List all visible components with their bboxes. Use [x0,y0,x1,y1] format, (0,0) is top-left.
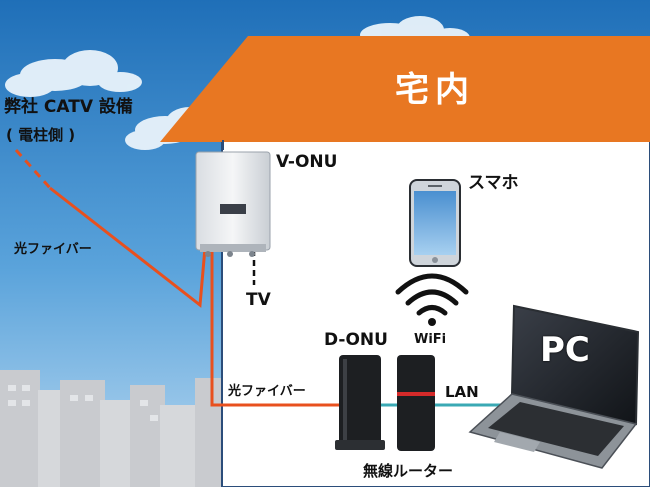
d-onu-device [335,355,385,450]
laptop-icon [468,304,640,469]
house-roof [160,36,650,142]
wifi-label: WiFi [414,332,447,347]
router-label: 無線ルーター [363,462,454,480]
house-title: 宅内 [395,70,475,110]
pc-label: PC [540,330,590,370]
smartphone-icon [409,179,461,267]
d-onu-label: D-ONU [324,330,388,350]
source-sublabel: ( 電柱側 ) [6,126,76,144]
wifi-dot [428,318,436,326]
fiber-cable-inside [210,248,340,407]
v-onu-device [195,151,271,257]
source-label: 弊社 CATV 設備 [4,97,133,117]
lan-label: LAN [445,383,479,401]
wifi-icon [395,273,469,316]
fiber-outside-label: 光ファイバー [14,242,92,257]
fiber-cable-outside [49,186,207,308]
fiber-dashed-segment [14,148,52,190]
router-device [397,355,435,451]
building-windows [8,385,158,421]
tv-label: TV [246,290,271,310]
city-buildings [0,370,225,487]
v-onu-label: V-ONU [276,152,338,172]
cloud-icon [5,50,142,97]
fiber-inside-label: 光ファイバー [228,384,306,399]
smartphone-label: スマホ [468,173,519,193]
